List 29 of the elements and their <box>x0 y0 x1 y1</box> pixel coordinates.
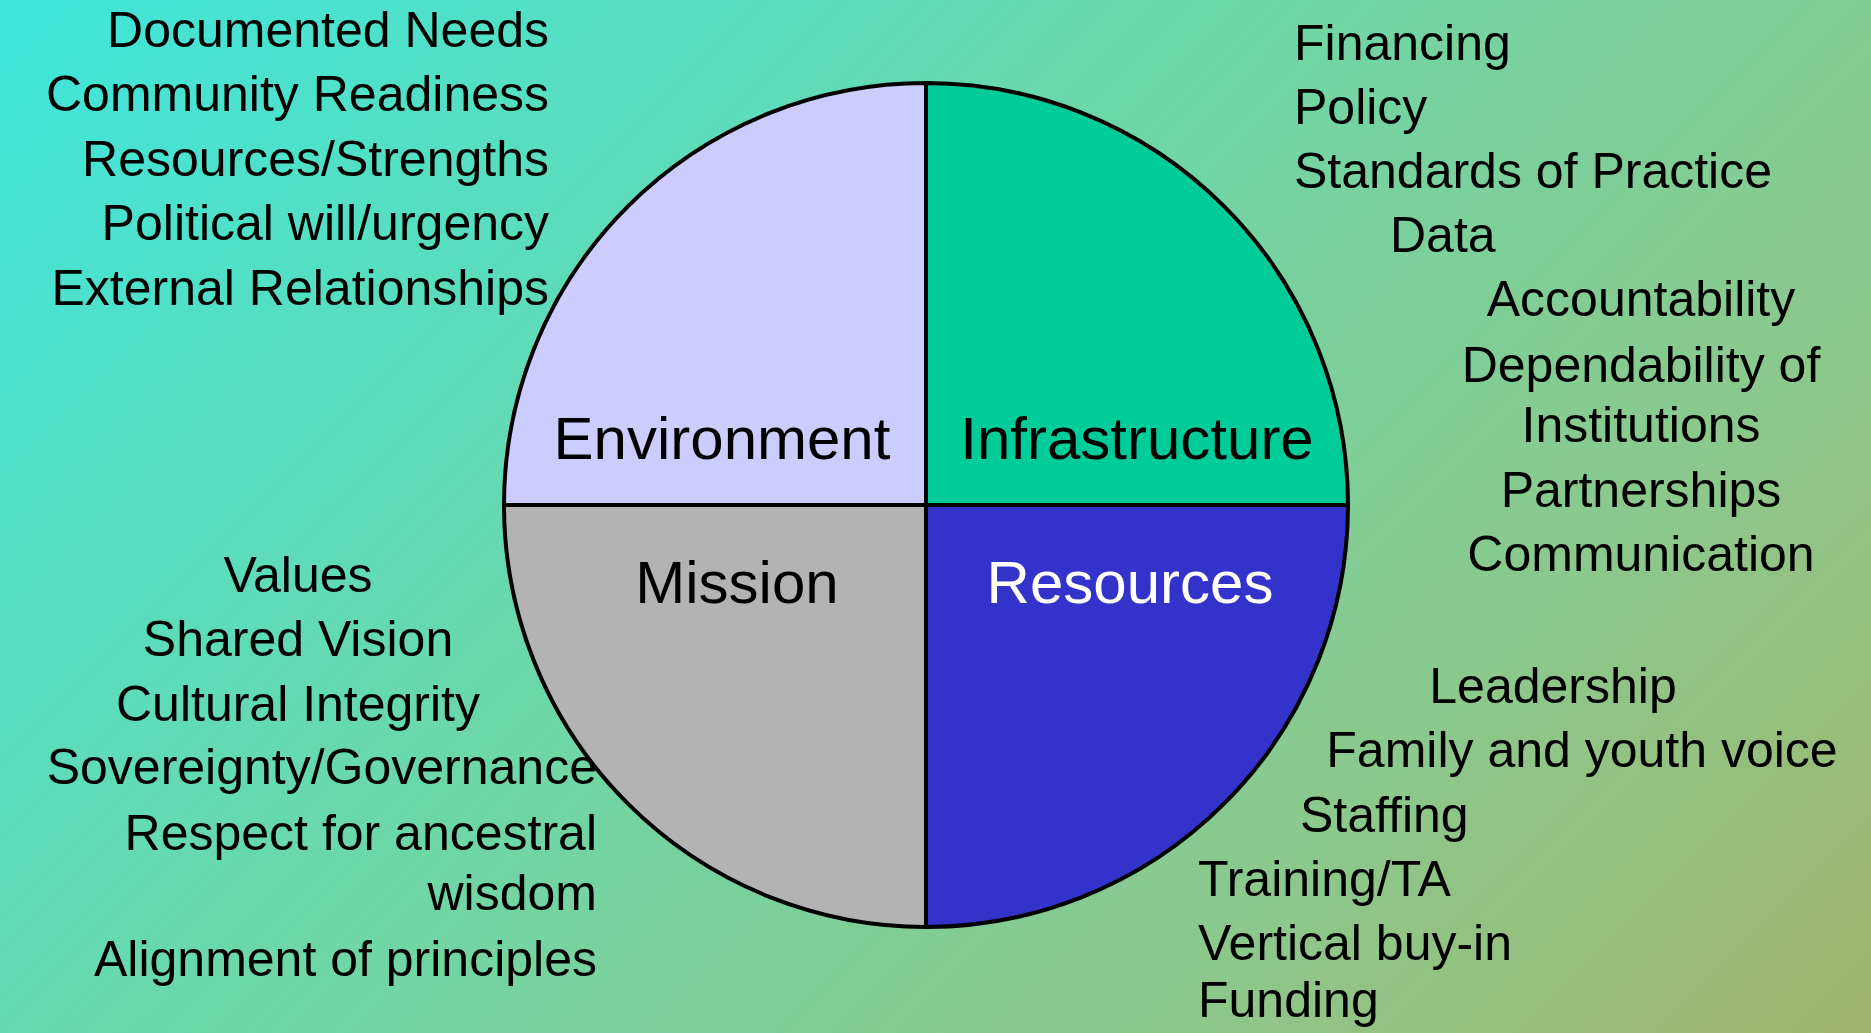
factor-label: Financing <box>1294 14 1511 73</box>
factor-label: Data <box>1390 206 1496 265</box>
factor-label: Dependability of Institutions <box>1460 336 1822 455</box>
factor-label: Resources/Strengths <box>82 130 549 189</box>
factor-label: Vertical buy-in <box>1198 914 1513 973</box>
factor-label: Alignment of principles <box>93 930 597 989</box>
factor-label: Values <box>223 546 373 605</box>
factor-label: Sovereignty/Governance <box>46 738 597 797</box>
factor-label: Partnerships <box>1500 461 1782 520</box>
quadrant-label: Infrastructure <box>960 403 1314 473</box>
factor-label: Shared Vision <box>142 610 454 669</box>
quadrant-label: Environment <box>553 403 891 473</box>
factor-label: Funding <box>1198 971 1379 1030</box>
factor-label: Leadership <box>1429 657 1677 716</box>
factor-label: Standards of Practice <box>1294 142 1773 201</box>
factor-label: Community Readiness <box>46 65 549 124</box>
factor-label: Accountability <box>1486 270 1796 329</box>
quadrant-label: Mission <box>635 547 839 617</box>
factor-label: Documented Needs <box>107 1 549 60</box>
factor-label: Respect for ancestral wisdom <box>123 804 597 923</box>
quadrant-label: Resources <box>986 547 1274 617</box>
factor-label: Family and youth voice <box>1326 721 1838 780</box>
factor-label: Staffing <box>1300 786 1469 845</box>
factor-label: Policy <box>1294 78 1428 137</box>
factor-label: Training/TA <box>1198 850 1451 909</box>
factor-label: Cultural Integrity <box>116 675 480 734</box>
factor-label: Political will/urgency <box>101 194 549 253</box>
factor-label: Communication <box>1467 525 1815 584</box>
factor-label: External Relationships <box>51 259 549 318</box>
